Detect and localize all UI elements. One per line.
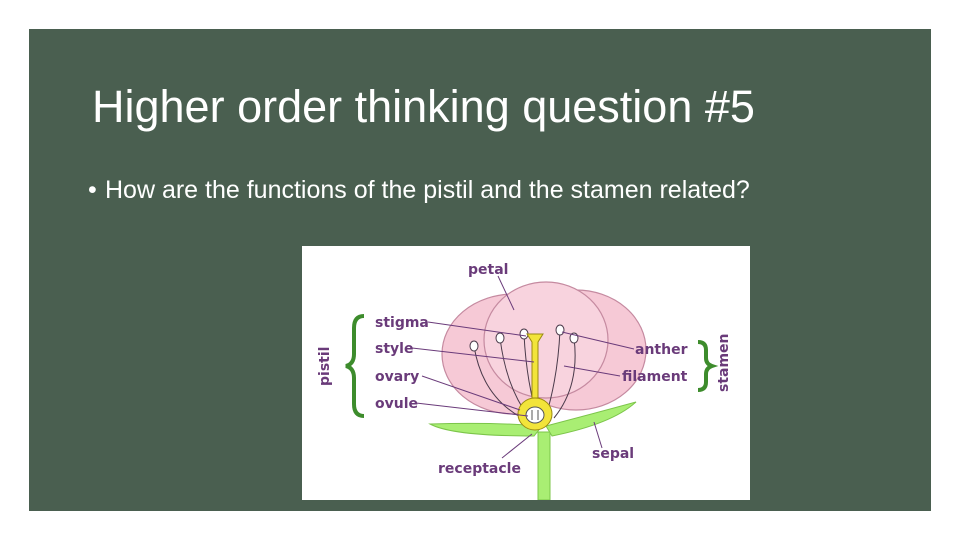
label-petal: petal	[468, 262, 508, 278]
label-style: style	[375, 341, 413, 357]
ovule-shape	[526, 407, 544, 423]
flower-diagram: petal stigma style ovary ovule anther fi…	[302, 246, 750, 500]
bullet-text: How are the functions of the pistil and …	[105, 172, 848, 209]
label-ovary: ovary	[375, 369, 419, 385]
label-anther: anther	[635, 342, 688, 358]
stamen-bracket	[698, 342, 712, 390]
slide-title: Higher order thinking question #5	[92, 81, 755, 133]
bullet-marker: •	[88, 172, 105, 209]
label-sepal: sepal	[592, 446, 634, 462]
stem	[538, 432, 550, 500]
label-pistil: pistil	[317, 347, 333, 386]
label-ovule: ovule	[375, 396, 418, 412]
label-stigma: stigma	[375, 315, 429, 331]
label-stamen: stamen	[716, 333, 732, 392]
label-filament: filament	[622, 369, 688, 385]
pistil-bracket	[346, 316, 364, 416]
label-receptacle: receptacle	[438, 461, 521, 477]
slide: Higher order thinking question #5 • How …	[29, 29, 931, 511]
bullet-item: • How are the functions of the pistil an…	[88, 172, 848, 209]
flower-diagram-svg: petal stigma style ovary ovule anther fi…	[302, 246, 750, 500]
